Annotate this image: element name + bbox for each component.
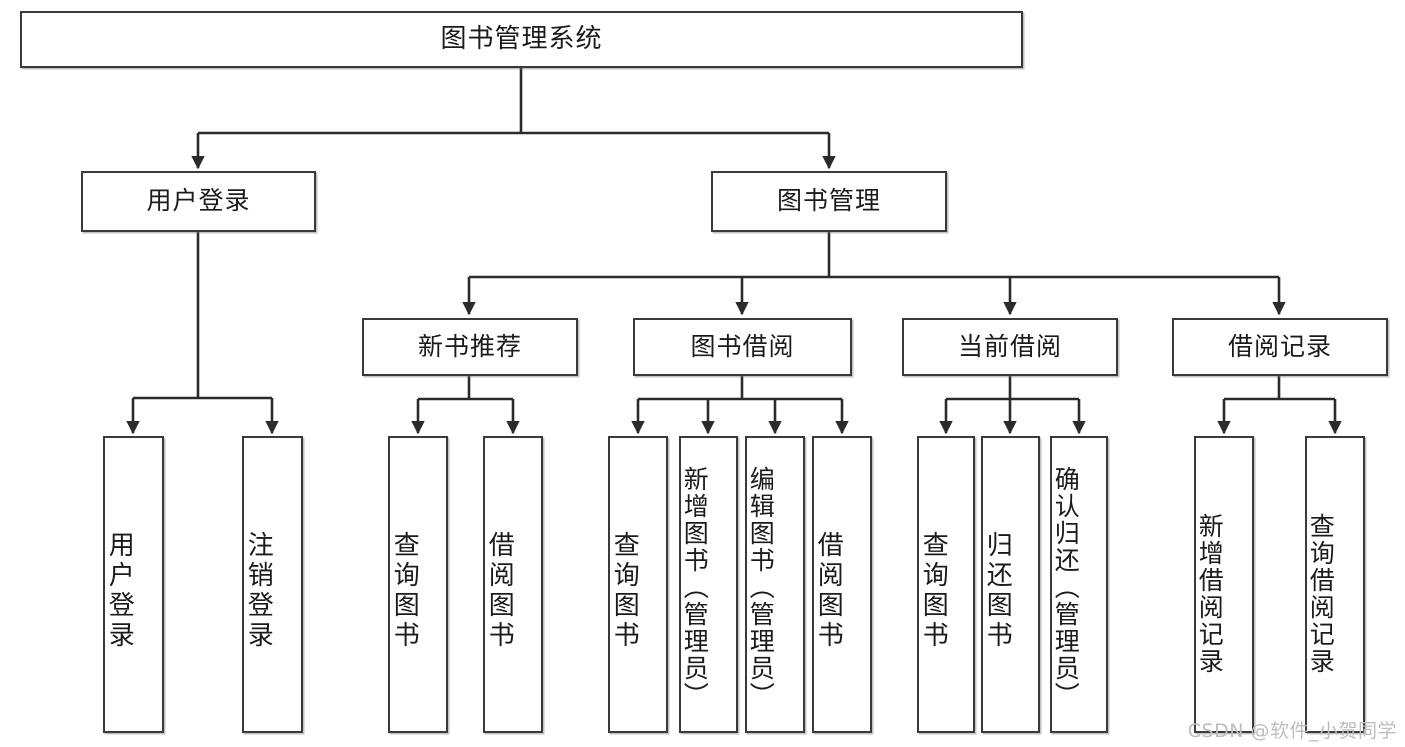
node-label: 查询图书 [609, 530, 640, 651]
node-leaf-borrow-book-1[interactable]: 借阅图书 [483, 436, 543, 733]
node-label: 查询借阅记录 [1306, 512, 1336, 675]
node-label: 借阅记录 [1227, 331, 1332, 361]
node-leaf-user-login[interactable]: 用户登录 [103, 436, 164, 733]
node-leaf-add-book[interactable]: 新增图书（管理员） [679, 436, 738, 733]
node-label: 借阅图书 [813, 530, 844, 651]
node-leaf-query-book-2[interactable]: 查询图书 [608, 436, 668, 733]
node-borrow-record[interactable]: 借阅记录 [1172, 318, 1388, 376]
node-current-borrow[interactable]: 当前借阅 [902, 318, 1118, 376]
node-label: 图书管理系统 [440, 23, 603, 54]
node-label: 归还图书 [982, 530, 1013, 651]
node-label: 查询图书 [918, 530, 949, 651]
node-new-book-recommend[interactable]: 新书推荐 [362, 318, 578, 376]
node-label: 编辑图书（管理员） [746, 466, 776, 709]
node-label: 图书管理 [776, 186, 881, 216]
node-leaf-borrow-book-2[interactable]: 借阅图书 [812, 436, 872, 733]
node-label: 注销登录 [243, 530, 274, 651]
node-root-system[interactable]: 图书管理系统 [20, 11, 1023, 68]
node-label: 借阅图书 [484, 530, 515, 651]
node-leaf-query-book-1[interactable]: 查询图书 [388, 436, 448, 733]
node-label: 确认归还（管理员） [1051, 466, 1081, 709]
node-book-borrow[interactable]: 图书借阅 [633, 318, 852, 376]
watermark-text: CSDN @软件_小贺同学 [1187, 720, 1397, 742]
node-label: 新增借阅记录 [1195, 512, 1225, 675]
node-leaf-query-book-3[interactable]: 查询图书 [917, 436, 975, 733]
node-label: 新增图书（管理员） [680, 466, 710, 709]
node-leaf-query-record[interactable]: 查询借阅记录 [1305, 436, 1365, 733]
node-leaf-logout[interactable]: 注销登录 [242, 436, 303, 733]
node-leaf-add-record[interactable]: 新增借阅记录 [1194, 436, 1254, 733]
node-label: 查询图书 [389, 530, 420, 651]
node-label: 新书推荐 [417, 331, 522, 361]
node-leaf-edit-book[interactable]: 编辑图书（管理员） [745, 436, 805, 733]
node-label: 图书借阅 [690, 331, 795, 361]
node-label: 当前借阅 [957, 331, 1062, 361]
node-user-login[interactable]: 用户登录 [81, 171, 316, 232]
node-leaf-return-book[interactable]: 归还图书 [981, 436, 1040, 733]
node-leaf-confirm-return[interactable]: 确认归还（管理员） [1050, 436, 1108, 733]
node-book-manage[interactable]: 图书管理 [711, 171, 947, 232]
node-label: 用户登录 [146, 186, 251, 216]
node-label: 用户登录 [104, 530, 135, 651]
